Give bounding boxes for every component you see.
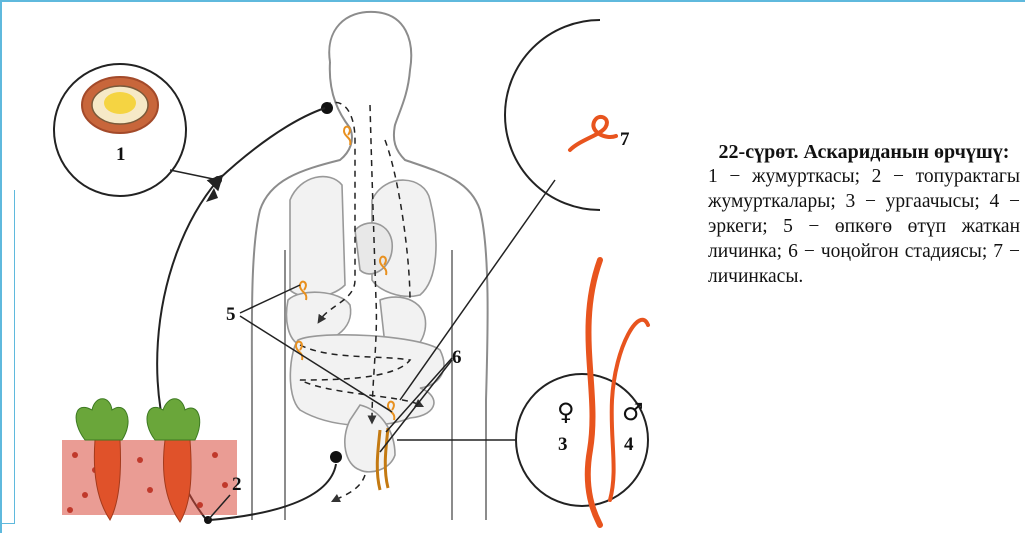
figure-caption: 22-сүрөт. Аскариданын өрчүшү: 1 − жумурт…	[708, 140, 1020, 289]
arc-arrowhead	[206, 188, 218, 202]
label-adult-stage: 6	[452, 347, 462, 368]
larva-magnifier: 7	[505, 20, 630, 210]
label-soil-eggs: 2	[232, 474, 242, 495]
label-male: 4	[624, 434, 634, 455]
label-larva: 7	[620, 129, 630, 150]
carrots-in-soil	[62, 399, 237, 522]
caption-title: 22-сүрөт. Аскариданын өрчүшү:	[708, 140, 1020, 164]
internal-organs	[287, 177, 444, 472]
label-female: 3	[558, 434, 568, 455]
female-symbol: ♀	[557, 398, 575, 426]
larva-icon	[570, 117, 616, 150]
caption-body: 1 − жумурткасы; 2 − топурактагы жумуртка…	[708, 164, 1020, 289]
male-symbol: ♂	[622, 398, 644, 426]
label-egg: 1	[116, 144, 126, 165]
egg-connector	[170, 170, 218, 180]
adult-worms-magnifier: ♀ ♂ 3 4	[516, 260, 648, 525]
label-larva-to-lungs: 5	[226, 304, 236, 325]
anus-dot	[330, 451, 342, 463]
egg-magnifier: 1	[54, 64, 186, 196]
